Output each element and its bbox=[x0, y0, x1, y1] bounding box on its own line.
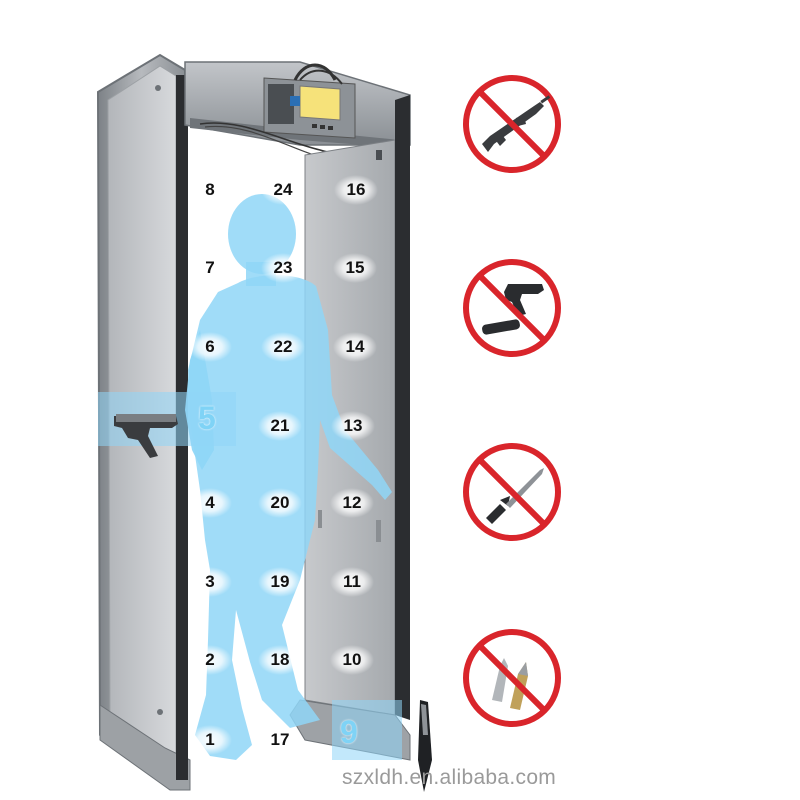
top-crossbar bbox=[184, 61, 411, 161]
zone-17: 17 bbox=[258, 725, 302, 755]
no-handgun-icon bbox=[463, 259, 561, 357]
zone-24: 24 bbox=[261, 175, 305, 205]
zone-1: 1 bbox=[188, 725, 232, 755]
zone-10: 10 bbox=[330, 645, 374, 675]
zone-22: 22 bbox=[261, 332, 305, 362]
watermark: szxldh.en.alibaba.com bbox=[342, 766, 557, 789]
zone-9-label: 9 bbox=[340, 714, 358, 750]
zone-16: 16 bbox=[334, 175, 378, 205]
no-ammunition-icon bbox=[463, 629, 561, 727]
zone-7: 7 bbox=[188, 253, 232, 283]
zone-19: 19 bbox=[258, 567, 302, 597]
no-rifle-icon bbox=[463, 75, 561, 173]
zone-21: 21 bbox=[258, 411, 302, 441]
zone-12: 12 bbox=[330, 488, 374, 518]
no-knife-icon bbox=[463, 443, 561, 541]
zone-4: 4 bbox=[188, 488, 232, 518]
zone-2: 2 bbox=[188, 645, 232, 675]
zone-11: 11 bbox=[330, 567, 374, 597]
zone-8: 8 bbox=[188, 175, 232, 205]
zone-15: 15 bbox=[333, 253, 377, 283]
zone-18: 18 bbox=[258, 645, 302, 675]
zone-23: 23 bbox=[261, 253, 305, 283]
zone-13: 13 bbox=[331, 411, 375, 441]
pistol-icon bbox=[114, 414, 178, 458]
zone-6: 6 bbox=[188, 332, 232, 362]
zone-9-highlight bbox=[332, 700, 402, 760]
zone-3: 3 bbox=[188, 567, 232, 597]
zone-20: 20 bbox=[258, 488, 302, 518]
zone-14: 14 bbox=[333, 332, 377, 362]
knife-icon bbox=[418, 700, 432, 792]
zone-5-label: 5 bbox=[198, 400, 216, 436]
